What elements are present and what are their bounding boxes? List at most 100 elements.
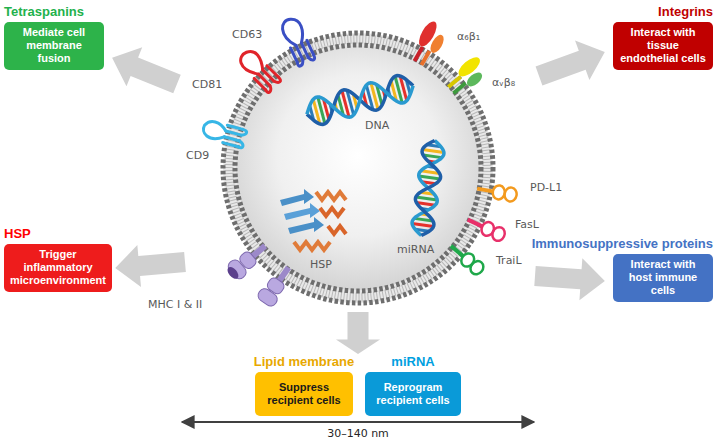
mhc-protein (225, 265, 240, 281)
dna-helix (303, 72, 416, 127)
box-text: Trigger inflammatory microenvironment (10, 248, 106, 288)
protein-label: CD9 (186, 149, 209, 162)
protein-label: PD-L1 (530, 181, 562, 194)
hsp-protein (316, 192, 346, 200)
category-heading: Immunosuppressive proteins (532, 236, 713, 252)
mirna-helix (412, 223, 433, 226)
box-text: Interact with tissue endothelial cells (619, 26, 707, 66)
exosome-vesicle (223, 33, 493, 303)
box-fill: Suppress recipient cells (255, 372, 353, 416)
exosome-vesicle (229, 39, 487, 297)
exosome-vesicle (223, 33, 493, 303)
integrin-avb8 (443, 54, 491, 99)
integrin-avb8 (452, 81, 467, 94)
fasl-protein (467, 218, 483, 228)
mhc-protein (226, 257, 249, 281)
box-fill: Mediate cell membrane fusion (4, 22, 104, 70)
dna-helix (303, 72, 416, 127)
protein-label: CD81 (192, 78, 222, 91)
cd81-protein (237, 47, 268, 78)
box-fill: Reprogram recipient cells (365, 372, 461, 416)
protein-label: α₆β₁ (457, 30, 480, 43)
hsp-protein (280, 189, 346, 250)
box-text: Reprogram recipient cells (371, 381, 455, 407)
content-label: DNA (365, 119, 389, 132)
trail-protein (468, 258, 486, 276)
cd81-protein (254, 66, 278, 90)
pd-l1-protein (476, 182, 518, 203)
direction-arrow (104, 38, 185, 103)
box-text: Suppress recipient cells (261, 381, 347, 407)
protein-label: FasL (515, 218, 539, 231)
hsp-protein (328, 226, 346, 234)
mirna-helix (419, 176, 440, 179)
size-label: 30–140 nm (327, 427, 389, 440)
category-box: Immunosuppressive proteinsInteract with … (613, 236, 713, 302)
cd63-protein (279, 16, 307, 48)
cd81-protein (265, 77, 281, 93)
protein-label: CD63 (232, 28, 262, 41)
cd9-protein (201, 119, 247, 148)
protein-label: αᵥβ₈ (492, 76, 515, 89)
exosome-vesicle (235, 45, 481, 291)
hsp-protein (284, 203, 320, 220)
mhc-protein (256, 286, 280, 308)
dna-helix (303, 72, 416, 127)
effect-box: Lipid membraneSuppress recipient cells (255, 354, 353, 416)
hsp-protein (320, 208, 344, 216)
category-heading: Tetraspanins (4, 4, 84, 20)
direction-arrow (532, 32, 612, 95)
nucleic-acid (303, 72, 445, 237)
direction-arrow (534, 255, 607, 302)
category-box: IntegrinsInteract with tissue endothelia… (613, 4, 713, 70)
hsp-protein (280, 189, 314, 206)
protein-label: TraiL (496, 254, 522, 267)
effect-box: miRNA Reprogram recipient cells (365, 354, 461, 416)
fasl-protein (490, 225, 507, 243)
box-fill: Interact with host immune cells (613, 254, 713, 302)
category-box: HSP Trigger inflammatory microenvironment (4, 226, 104, 292)
mirna-helix (410, 139, 445, 237)
box-fill: Interact with tissue endothelial cells (613, 22, 713, 70)
box-text: Interact with host immune cells (619, 258, 707, 298)
content-label: HSP (310, 258, 332, 271)
direction-arrow (336, 312, 380, 354)
mhc-protein (256, 262, 297, 309)
category-heading: miRNA (391, 354, 434, 370)
pd-l1-protein (503, 187, 517, 203)
exosome-vesicle (223, 33, 493, 303)
cd9-protein (202, 119, 228, 141)
mirna-helix (422, 150, 443, 153)
dna-helix (303, 72, 416, 127)
hsp-protein (294, 242, 330, 250)
category-heading: Lipid membrane (254, 354, 354, 370)
pd-l1-protein (477, 187, 493, 194)
integrin-a6b1 (408, 19, 451, 69)
mirna-helix (410, 139, 445, 237)
direction-arrow (104, 32, 612, 354)
cd9-protein (238, 129, 247, 148)
category-heading: HSP (4, 226, 31, 242)
protein-label: MHC I & II (148, 298, 202, 311)
cd63-protein (279, 16, 316, 67)
integrin-a6b1 (420, 50, 431, 66)
cd81-protein (236, 47, 282, 93)
integrin-avb8 (464, 70, 484, 89)
integrin-a6b1 (428, 33, 447, 55)
mhc-protein (223, 238, 271, 283)
trail-protein (459, 251, 477, 269)
trail-protein (446, 240, 486, 276)
content-label: miRNA (397, 243, 434, 256)
size-bar (182, 421, 534, 423)
mirna-helix (410, 139, 445, 237)
category-heading: Integrins (658, 4, 713, 20)
exosome-vesicle (236, 46, 480, 290)
category-box: TetraspaninsMediate cell membrane fusion (4, 4, 104, 70)
mirna-helix (410, 139, 445, 237)
fasl-protein (465, 213, 507, 243)
box-fill: Trigger inflammatory microenvironment (4, 244, 112, 292)
cd63-protein (297, 55, 316, 67)
direction-arrow (113, 241, 186, 289)
